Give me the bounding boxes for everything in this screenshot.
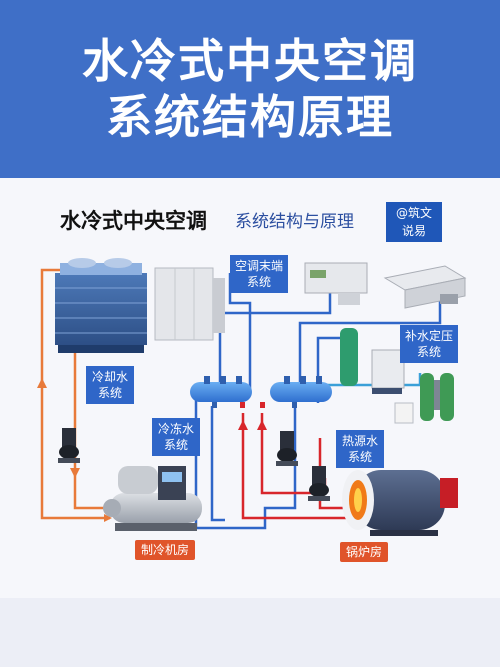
label-boiler-room: 锅炉房 <box>340 542 389 562</box>
water-treatment-tanks <box>420 373 454 421</box>
label-heat-line1: 热源水 <box>341 434 378 448</box>
diagram-subtitle: 系统结构与原理 <box>235 212 354 232</box>
title-banner: 水冷式中央空调 系统结构原理 <box>0 0 500 178</box>
label-heat-line2: 系统 <box>347 450 372 464</box>
label-makeup-system: 补水定压 系统 <box>400 325 458 363</box>
gas-boiler <box>342 470 458 536</box>
ceiling-duct-unit <box>304 262 368 305</box>
heat-flow-arrows <box>238 420 267 430</box>
makeup-pressure-unit <box>340 328 414 424</box>
footer-strip <box>0 598 500 667</box>
makeup-water-pipe <box>322 373 422 387</box>
chilled-water-pump <box>276 431 298 466</box>
label-cooling-line2: 系统 <box>97 386 122 400</box>
label-makeup-line1: 补水定压 <box>404 329 453 343</box>
cooling-water-pump <box>58 428 80 463</box>
badge-line1: @筑文 <box>395 206 432 220</box>
water-chiller <box>103 466 202 531</box>
author-badge: @筑文 说易 <box>386 202 442 242</box>
return-header <box>260 376 332 408</box>
air-handling-cabinet <box>154 267 225 341</box>
label-cooling-line1: 冷却水 <box>91 370 128 384</box>
banner-title-line1: 水冷式中央空调 <box>82 34 418 88</box>
diagram-title: 水冷式中央空调 <box>58 205 209 235</box>
cooling-tower <box>55 258 147 353</box>
fan-coil-unit <box>383 265 467 309</box>
label-heat-system: 热源水 系统 <box>336 430 384 468</box>
label-chiller-room: 制冷机房 <box>135 540 196 560</box>
label-cooling-system: 冷却水 系统 <box>86 366 134 404</box>
badge-line2: 说易 <box>401 224 426 238</box>
label-terminal-system: 空调末端 系统 <box>230 255 288 293</box>
banner-title-line2: 系统结构原理 <box>106 90 394 144</box>
label-chilled-line2: 系统 <box>163 438 188 452</box>
label-chilled-system: 冷冻水 系统 <box>152 418 200 456</box>
supply-header <box>190 376 252 408</box>
label-terminal-line1: 空调末端 <box>234 259 283 273</box>
system-diagram <box>37 258 467 536</box>
cooling-flow-arrows <box>37 378 112 522</box>
label-chilled-line1: 冷冻水 <box>157 422 194 436</box>
label-makeup-line2: 系统 <box>416 345 441 359</box>
heat-source-pump <box>308 466 330 501</box>
label-terminal-line2: 系统 <box>246 275 271 289</box>
